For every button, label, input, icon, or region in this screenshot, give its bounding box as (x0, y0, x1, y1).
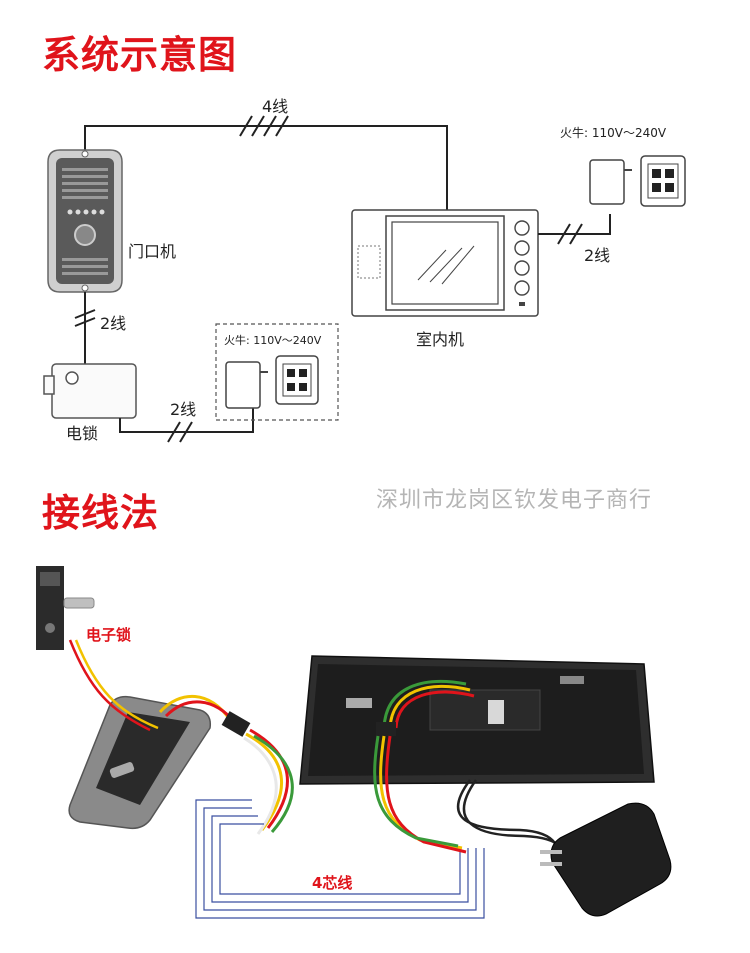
indoor-power-socket-icon (640, 155, 686, 207)
photo-door-station (68, 695, 212, 830)
photo-power-adapter (540, 802, 672, 917)
cable-route-outline (195, 799, 485, 919)
door-unit-label: 门口机 (128, 242, 177, 261)
monitor-connector (376, 722, 396, 736)
connector-block (221, 711, 251, 737)
four-wire-hash (239, 115, 289, 137)
lock-power-socket-icon (275, 355, 319, 405)
indoor-monitor-icon (351, 209, 539, 317)
indoor-power-wire-hash (557, 223, 583, 245)
shop-watermark: 深圳市龙岗区钦发电子商行 (376, 488, 653, 513)
lock-power-wire-label: 2线 (170, 400, 197, 419)
photo-electronic-lock (36, 566, 95, 650)
electric-lock-label: 电锁 (66, 424, 99, 443)
lock-wire-yellow (74, 639, 159, 730)
indoor-power-adapter-icon (589, 159, 632, 205)
lock-power-adapter-icon (225, 361, 268, 409)
four-wire-line (84, 125, 448, 212)
lock-power-rating-label: 火牛: 110V～240V (224, 334, 322, 347)
door-lock-wire-label: 2线 (100, 314, 127, 333)
four-core-cable-label: 4芯线 (312, 874, 353, 892)
section-title-wiring: 接线法 (42, 491, 160, 535)
door-lock-wire-hash (74, 309, 96, 327)
four-wire-label: 4线 (262, 97, 289, 116)
lock-power-box (215, 323, 339, 421)
door-unit-icon (47, 149, 123, 293)
indoor-power-rating-label: 火牛: 110V～240V (560, 126, 667, 140)
photo-indoor-monitor (299, 655, 655, 785)
lock-power-wire-hash (167, 421, 193, 443)
indoor-power-wire-label: 2线 (584, 246, 611, 265)
section-title-system-diagram: 系统示意图 (42, 33, 238, 77)
electric-lock-icon (43, 363, 137, 419)
indoor-power-wire (538, 214, 611, 235)
photo-electronic-lock-label: 电子锁 (86, 626, 132, 644)
lock-wire-red (68, 639, 151, 732)
indoor-unit-label: 室内机 (416, 330, 465, 349)
